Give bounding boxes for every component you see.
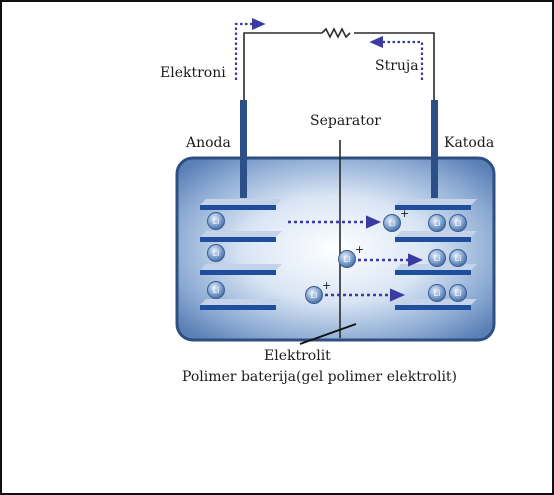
electron-flow-arrow bbox=[234, 17, 266, 80]
ion-charge: + bbox=[400, 207, 409, 220]
lithium-ion: Li bbox=[428, 214, 446, 232]
ion-symbol: Li bbox=[213, 217, 220, 226]
ion-symbol: Li bbox=[213, 286, 220, 295]
lithium-ion: Li bbox=[207, 244, 225, 262]
cathode-plate bbox=[395, 199, 477, 210]
anode-plate bbox=[200, 299, 282, 310]
lithium-ion: Li + bbox=[338, 243, 364, 268]
cathode-lead bbox=[431, 100, 438, 198]
ion-symbol: Li bbox=[455, 254, 462, 263]
lithium-ion: Li bbox=[428, 284, 446, 302]
ion-symbol: Li bbox=[344, 255, 351, 264]
battery-case bbox=[175, 156, 496, 342]
caption: Polimer baterija(gel polimer elektrolit) bbox=[182, 369, 457, 385]
lithium-ion: Li bbox=[207, 281, 225, 299]
cathode-plate bbox=[395, 231, 477, 242]
ion-symbol: Li bbox=[434, 289, 441, 298]
anode-label: Anoda bbox=[185, 135, 231, 151]
lithium-ion: Li bbox=[449, 214, 467, 232]
cathode-label: Katoda bbox=[444, 135, 494, 151]
ion-symbol: Li bbox=[213, 249, 220, 258]
lithium-ion: Li + bbox=[305, 279, 331, 304]
ion-symbol: Li bbox=[434, 219, 441, 228]
lithium-ion: Li bbox=[449, 249, 467, 267]
current-flow-arrow bbox=[369, 35, 424, 80]
ion-symbol: Li bbox=[434, 254, 441, 263]
anode-plate bbox=[200, 264, 282, 275]
lithium-ion: Li + bbox=[383, 207, 409, 232]
electrolyte-pointer bbox=[299, 323, 357, 345]
lithium-ion: Li bbox=[428, 249, 446, 267]
lithium-ion: Li bbox=[449, 284, 467, 302]
ion-charge: + bbox=[355, 243, 364, 256]
ion-symbol: Li bbox=[389, 219, 396, 228]
electrons-label: Elektroni bbox=[160, 65, 226, 81]
ion-symbol: Li bbox=[455, 219, 462, 228]
anode-plates bbox=[200, 199, 282, 310]
anode-plate bbox=[200, 231, 282, 242]
ion-charge: + bbox=[322, 279, 331, 292]
lithium-ion: Li bbox=[207, 212, 225, 230]
anode-lead bbox=[240, 100, 247, 198]
circuit-wire bbox=[243, 27, 435, 103]
anode-plate bbox=[200, 199, 282, 210]
electrolyte-label: Elektrolit bbox=[264, 348, 331, 364]
ion-symbol: Li bbox=[455, 289, 462, 298]
current-label: Struja bbox=[375, 58, 419, 74]
separator-label: Separator bbox=[310, 113, 381, 129]
resistor-symbol bbox=[321, 27, 351, 39]
ion-symbol: Li bbox=[311, 291, 318, 300]
